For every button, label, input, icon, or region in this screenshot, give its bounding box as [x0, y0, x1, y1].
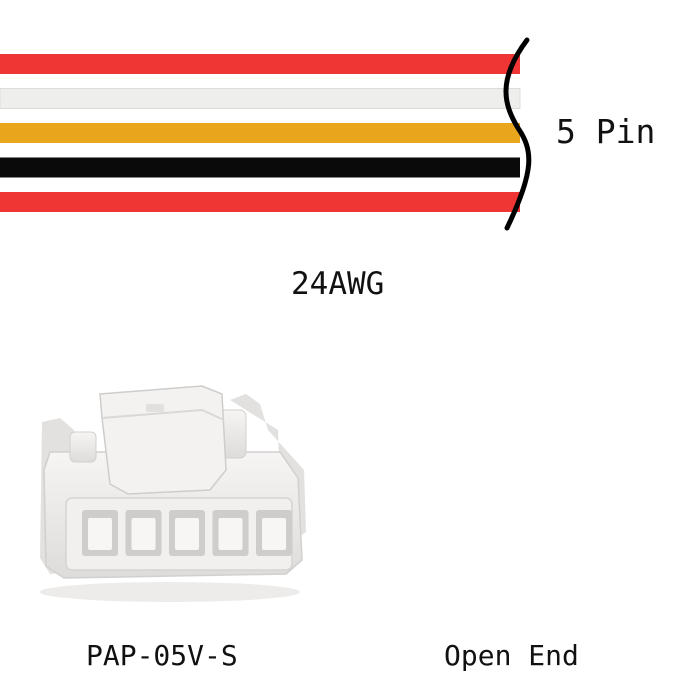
wire-4 [0, 157, 520, 178]
pin-count-label: 5 Pin [556, 112, 656, 151]
connector-housing-icon [40, 385, 306, 602]
pin-cavity-opening [262, 518, 286, 550]
open-end-label: Open End [444, 639, 579, 672]
pin-cavity-opening [218, 518, 243, 550]
wire-1 [0, 54, 520, 74]
connector-model-label: PAP-05V-S [86, 639, 238, 672]
pin-cavity-opening [131, 518, 156, 550]
wire-2 [0, 88, 521, 109]
brace-icon [503, 37, 532, 231]
pin-cavity-opening [175, 518, 199, 550]
wire-bundle [0, 37, 532, 231]
wire-3 [0, 123, 520, 143]
wire-gauge-label: 24AWG [291, 266, 385, 302]
pin-cavities [82, 510, 292, 556]
wire-strips [0, 54, 521, 212]
wire-5 [0, 192, 520, 212]
pin-cavity-opening [88, 518, 112, 550]
